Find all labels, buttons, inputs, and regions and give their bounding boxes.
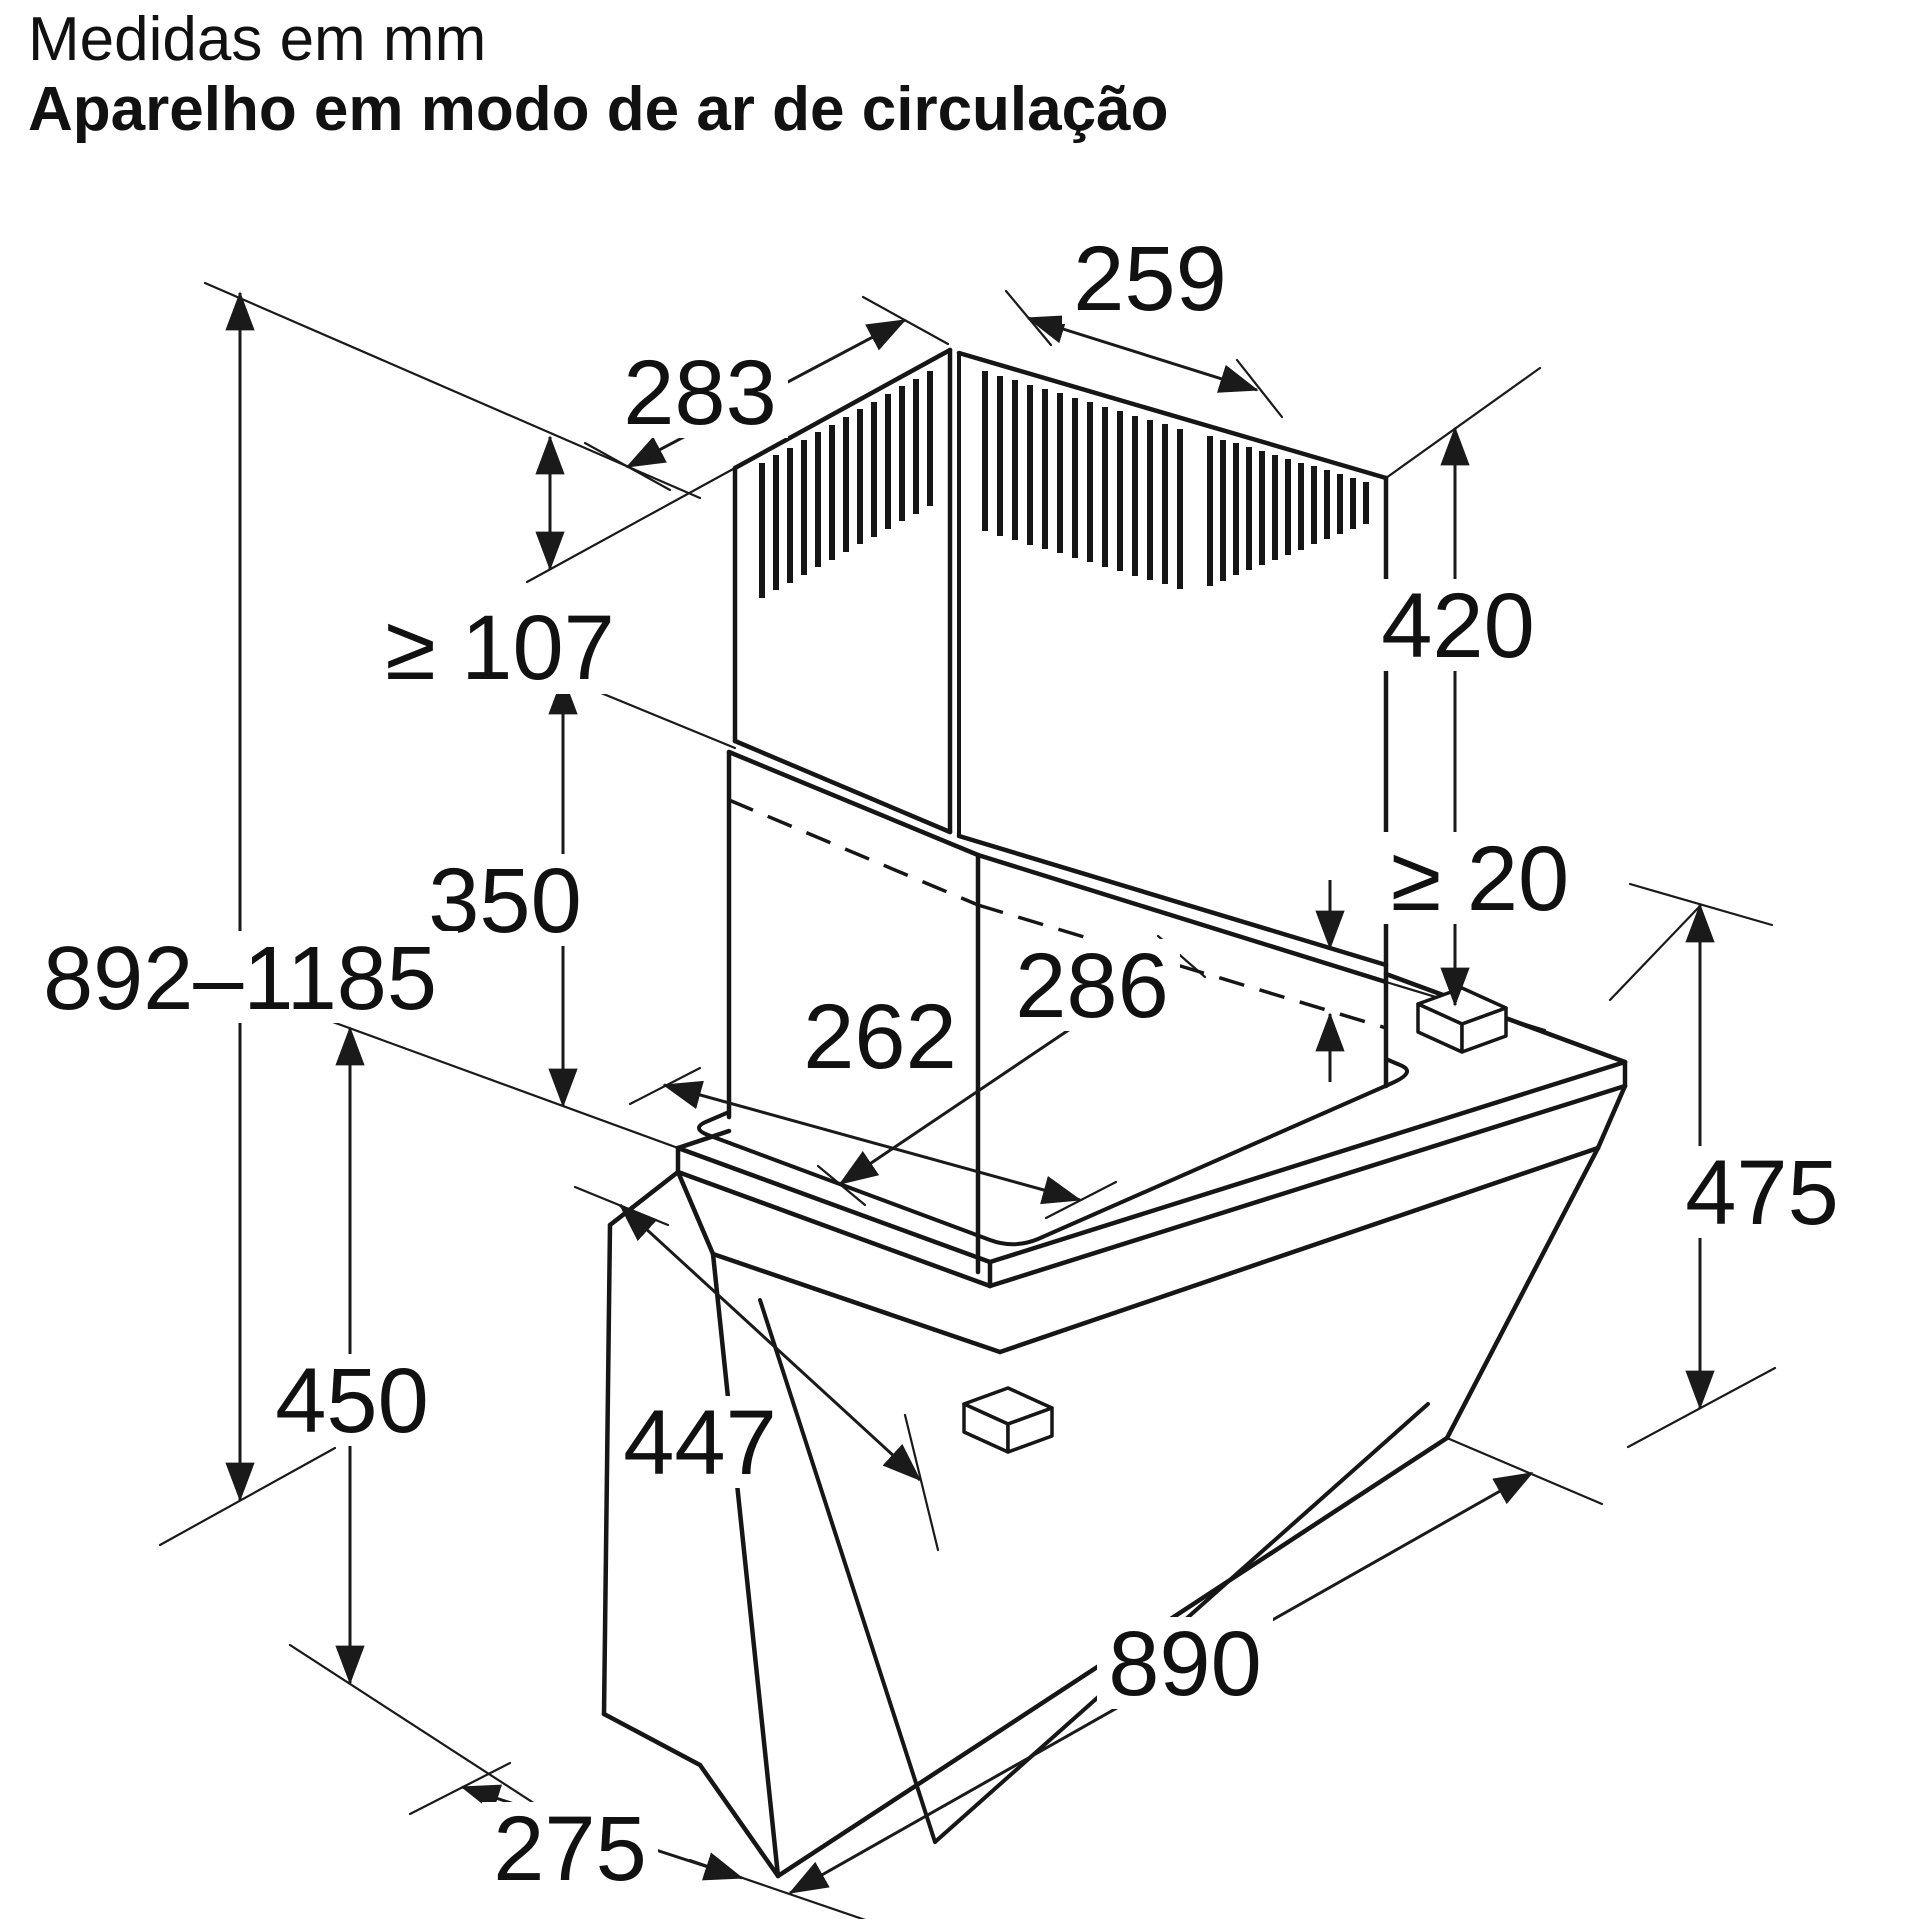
glass-right-edge	[1444, 1145, 1601, 1441]
upper-section-bottom-left	[732, 738, 953, 835]
chimney-top-right-extension	[1384, 366, 1542, 480]
dim-262-label: 262	[803, 986, 957, 1088]
chimney-top-extension	[525, 466, 737, 584]
tick-262-b	[1044, 1180, 1118, 1220]
hood-side-panel	[601, 1169, 781, 1879]
glass-top-edge-right	[997, 1145, 1601, 1355]
hood-top-extension	[328, 1019, 680, 1150]
dim-107-label: ≥ 107	[385, 597, 615, 699]
dim-275-label: 275	[493, 1798, 647, 1900]
overlap-hidden-edge-right	[977, 903, 1387, 1030]
dim-line-447	[618, 1203, 922, 1482]
dim-447-label: 447	[623, 1392, 777, 1494]
dimension-lines	[225, 291, 1715, 1895]
dim-259-label: 259	[1073, 228, 1227, 330]
dim-line-259	[1026, 315, 1259, 393]
lower-section-top-right	[975, 852, 1389, 985]
tick-259-b	[1235, 358, 1284, 419]
dim-286-label: 286	[1015, 935, 1169, 1037]
side-top-edge	[607, 1169, 681, 1228]
title-units-line: Medidas em mm	[28, 5, 487, 74]
glass-top-edge-left	[710, 1251, 1003, 1355]
vent-slots-right-face-back	[1207, 436, 1369, 586]
wall-bracket-clip-back	[1416, 986, 1508, 1054]
tick-890-top	[1445, 1436, 1604, 1506]
dimension-labels: 283 259 ≥ 107 420 350 ≥ 20 892–1185 286 …	[22, 228, 1850, 1900]
hood-corner-extension-475	[1608, 904, 1702, 1002]
vent-slots-right-face-front	[982, 371, 1183, 589]
title-mode-line: Aparelho em modo de ar de circulação	[28, 75, 1169, 145]
hood-bottom-front-extension	[158, 1446, 337, 1547]
dim-420-label: 420	[1381, 575, 1535, 677]
plate-thickness-left	[675, 1169, 993, 1289]
dim-450-label: 450	[275, 1350, 429, 1452]
upper-section-bottom-right	[956, 833, 1389, 968]
glass-left-edge	[710, 1251, 781, 1879]
dim-892-1185-label: 892–1185	[43, 929, 437, 1029]
dim-20-label: ≥ 20	[1391, 828, 1569, 930]
overlap-hidden-edge-left	[728, 798, 979, 907]
dim-475-label: 475	[1685, 1142, 1839, 1244]
dim-line-262	[662, 1080, 1082, 1205]
tick-275-left	[408, 1761, 512, 1816]
glass-right-corner	[1595, 1083, 1628, 1151]
side-back-edge	[601, 1222, 613, 1717]
glass-inner-left-edge	[758, 1298, 937, 1844]
plate-thickness-right	[987, 1083, 1628, 1289]
extension-lines	[158, 281, 1777, 1919]
chimney-top-right-edge	[956, 350, 1389, 481]
plate-front-left-edge	[675, 1145, 993, 1265]
dim-890-label: 890	[1108, 1613, 1262, 1715]
wall-bracket-clip-front	[962, 1386, 1054, 1454]
side-bottom-edge	[601, 1711, 781, 1879]
plate-front-right-edge	[987, 1059, 1628, 1265]
lower-section-top-left	[726, 749, 981, 858]
dim-283-label: 283	[623, 342, 777, 444]
tick-447-b	[903, 1413, 940, 1552]
diagram-title: Medidas em mm Aparelho em modo de ar de …	[28, 5, 1169, 145]
chimney-lower-section	[726, 749, 1389, 1275]
mounting-clips	[962, 986, 1508, 1454]
